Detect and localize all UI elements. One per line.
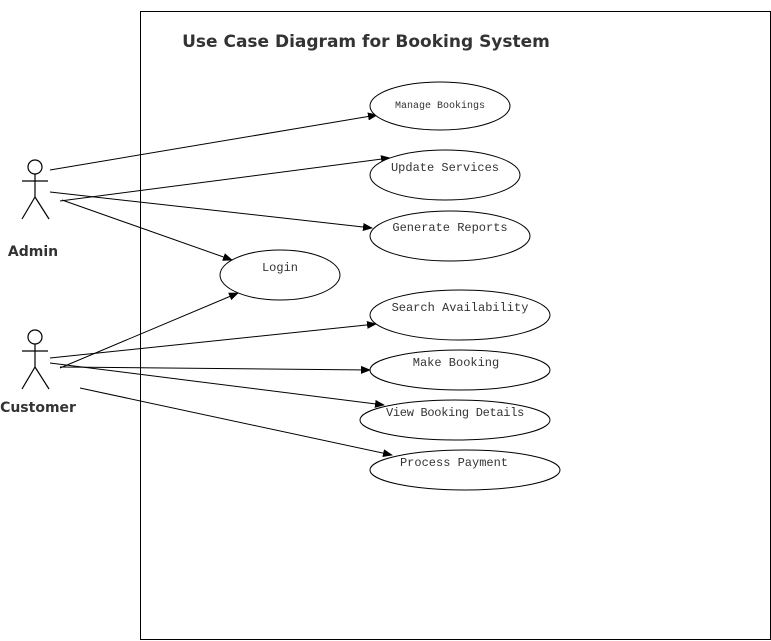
use-case-update-services: Update Services (391, 161, 499, 175)
use-case-login-shape (219, 249, 341, 301)
assoc-customer-process-payment (79, 387, 393, 458)
use-case-make-booking-shape (369, 349, 551, 391)
use-case-search-availability: Search Availability (392, 301, 529, 315)
actor-customer-left-leg (21, 366, 36, 390)
assoc-admin-update-services (59, 155, 391, 202)
actor-admin (21, 159, 50, 220)
actor-admin-left-leg (21, 196, 36, 220)
use-case-process-payment-shape (369, 449, 561, 491)
use-case-view-booking-details: View Booking Details (386, 406, 524, 420)
assoc-admin-manage-bookings (49, 112, 378, 171)
use-case-make-booking: Make Booking (413, 356, 499, 370)
use-case-update-services-shape (369, 149, 521, 201)
actor-customer-head (27, 329, 43, 345)
assoc-customer-make-booking (59, 365, 371, 374)
use-case-manage-bookings-shape (369, 81, 511, 131)
use-case-login: Login (262, 261, 298, 275)
use-case-search-availability-shape (369, 289, 551, 341)
assoc-customer-login (59, 292, 239, 369)
assoc-admin-generate-reports (49, 191, 373, 231)
use-case-generate-reports-shape (369, 210, 531, 262)
actor-customer-right-leg (34, 366, 50, 390)
actor-admin-head (27, 159, 43, 175)
assoc-customer-search-availability (49, 320, 377, 359)
actor-admin-label: Admin (8, 244, 58, 260)
assoc-admin-login (61, 199, 233, 261)
use-case-process-payment: Process Payment (400, 456, 508, 470)
actor-admin-right-leg (34, 196, 50, 220)
assoc-customer-view-booking-details (49, 362, 385, 408)
diagram-title: Use Case Diagram for Booking System (182, 32, 550, 52)
use-case-generate-reports: Generate Reports (392, 221, 507, 235)
use-case-view-booking-details-shape (359, 399, 551, 441)
actor-customer (21, 329, 50, 390)
actor-customer-label: Customer (0, 400, 76, 416)
use-case-manage-bookings: Manage Bookings (395, 100, 485, 112)
